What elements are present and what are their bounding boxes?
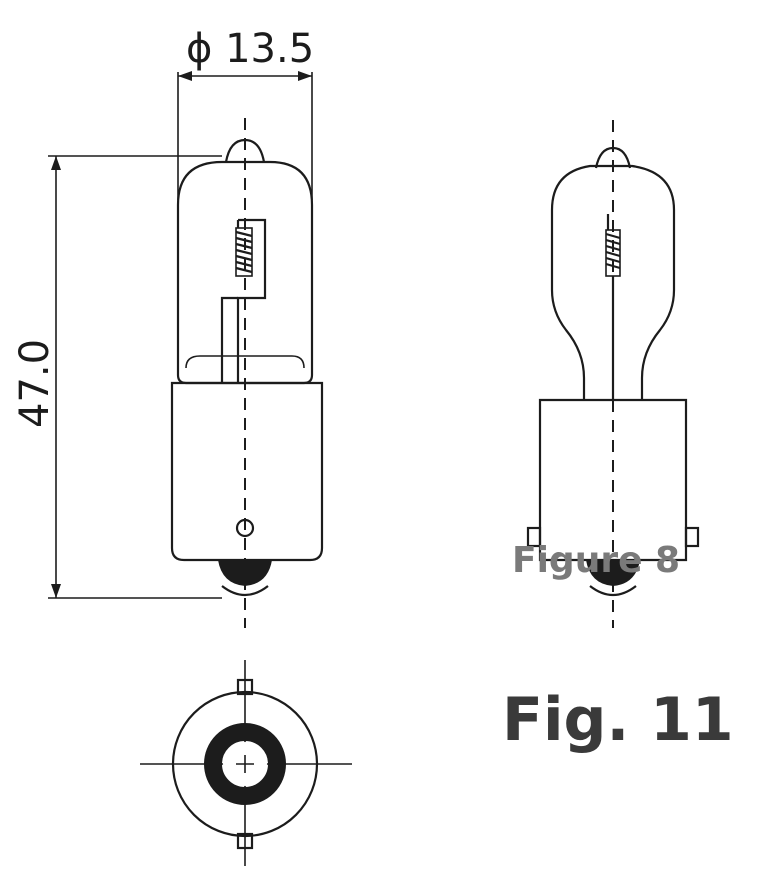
length-dimension: 47.0 bbox=[12, 155, 222, 599]
side-glass-envelope bbox=[550, 164, 676, 400]
base-outer-circle bbox=[171, 690, 319, 838]
bulb-side-view: Figure 8 bbox=[512, 120, 700, 628]
bulb-bottom-view bbox=[140, 660, 352, 866]
length-label: 47.0 bbox=[12, 339, 58, 428]
bottom-contact-rim bbox=[221, 585, 269, 597]
side-bulb-base bbox=[538, 398, 688, 562]
overlay-figure-label: Figure 8 bbox=[512, 540, 680, 581]
figure-caption: Fig. 11 bbox=[502, 685, 734, 755]
diameter-dimension: ϕ 13.5 bbox=[177, 26, 314, 200]
bulb-base bbox=[170, 381, 324, 562]
glass-inner-base bbox=[185, 355, 305, 369]
bottom-contact bbox=[218, 560, 272, 586]
diameter-label: ϕ 13.5 bbox=[186, 26, 314, 72]
side-pin-right bbox=[684, 526, 700, 548]
filament-lead-right bbox=[236, 218, 267, 383]
side-pin-left bbox=[526, 526, 542, 548]
side-filament-coil bbox=[605, 214, 621, 400]
bayonet-pin-bottom bbox=[236, 832, 254, 850]
bayonet-pin-top bbox=[236, 678, 254, 696]
contact-ring bbox=[204, 723, 286, 805]
bulb-front-view bbox=[170, 118, 324, 628]
filament-lead-left bbox=[220, 220, 240, 383]
side-bottom-contact bbox=[586, 560, 640, 586]
